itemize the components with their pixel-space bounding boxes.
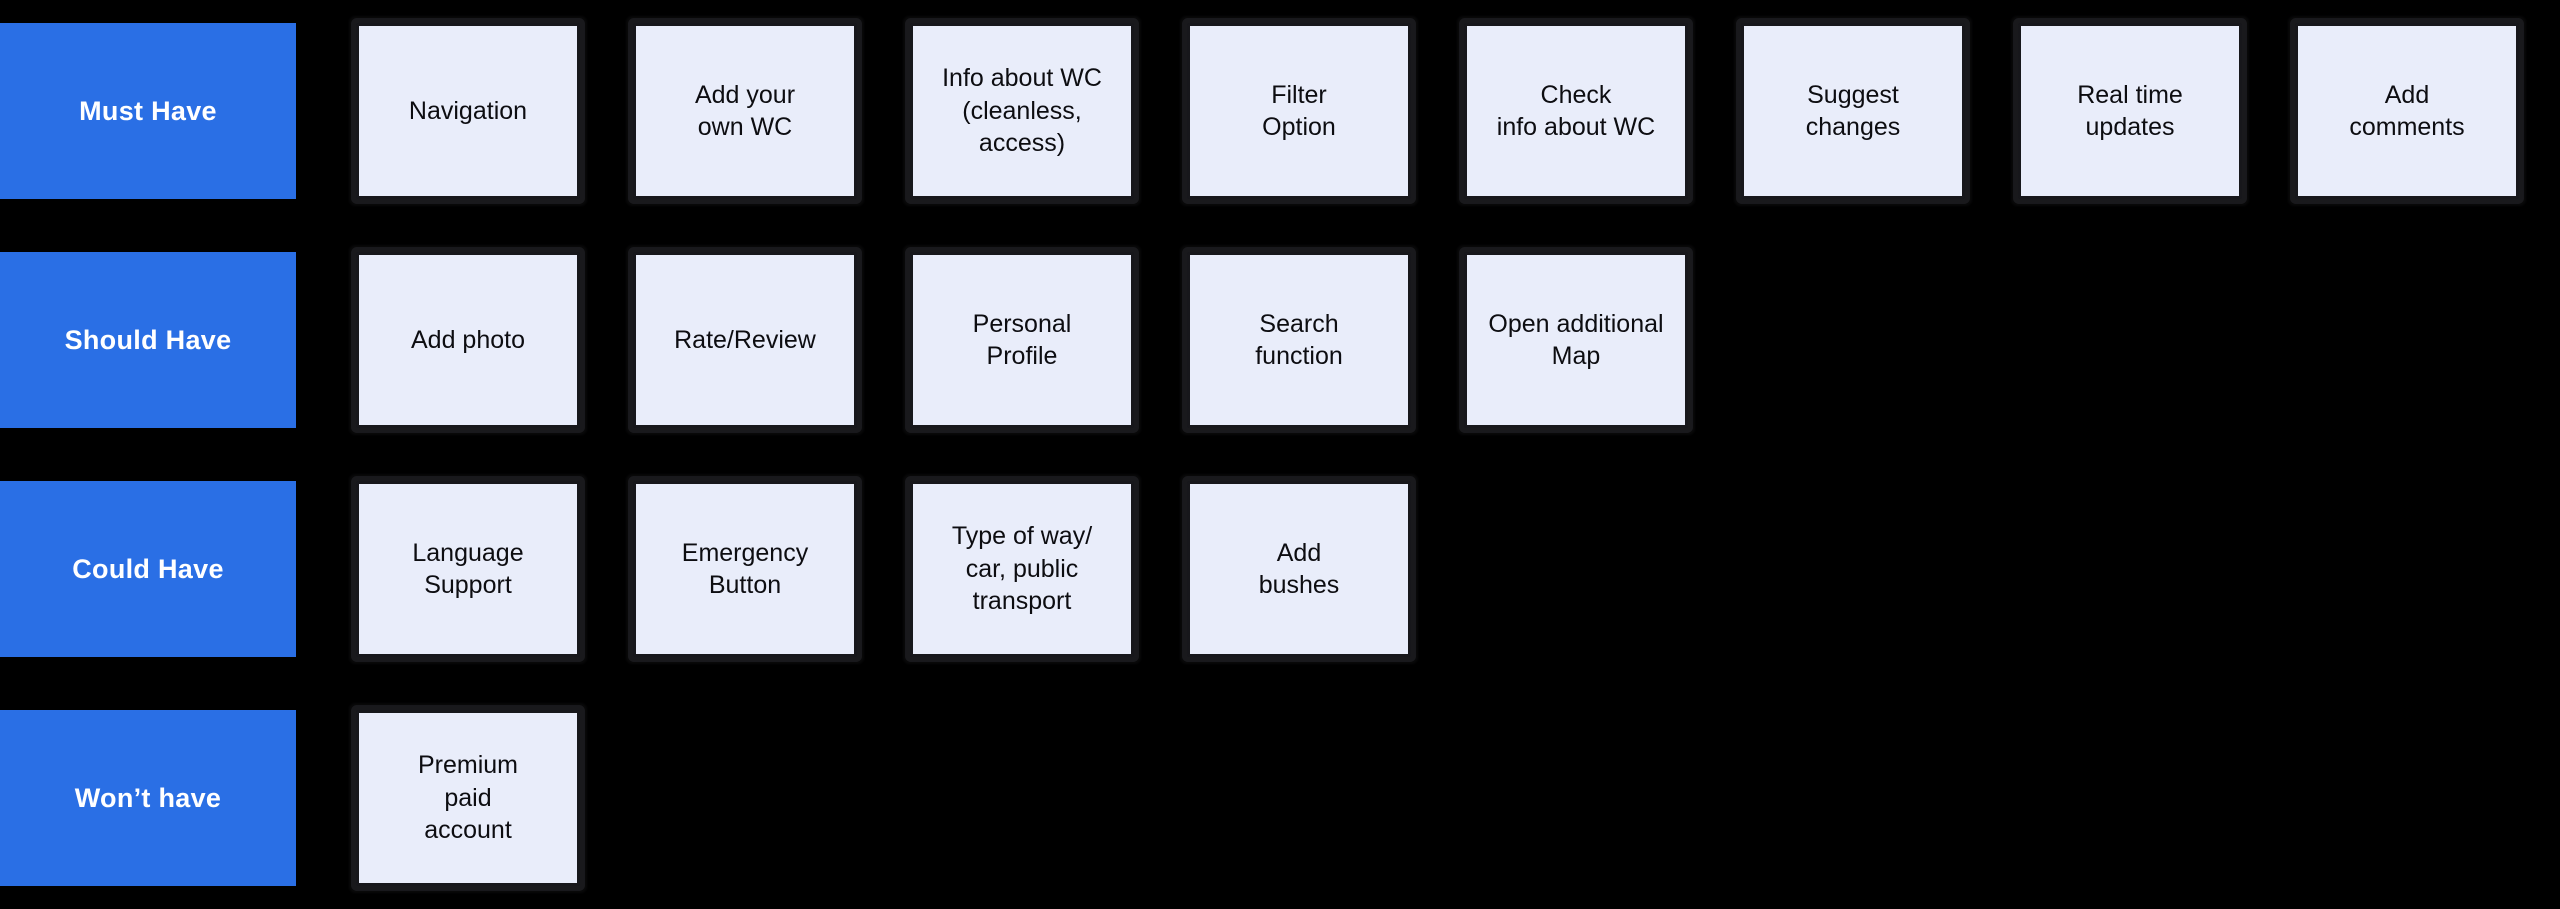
row-label-could-have: Could Have [0,481,296,657]
sticky-check-info-about-wc[interactable]: Check info about WC [1464,23,1688,199]
sticky-personal-profile[interactable]: Personal Profile [910,252,1134,428]
sticky-navigation[interactable]: Navigation [356,23,580,199]
sticky-emergency-button[interactable]: Emergency Button [633,481,857,657]
row-label-must-have: Must Have [0,23,296,199]
sticky-type-of-way[interactable]: Type of way/ car, public transport [910,481,1134,657]
sticky-real-time-updates[interactable]: Real time updates [2018,23,2242,199]
row-wont-have: Won’t have Premium paid account [0,710,580,886]
row-must-have: Must Have Navigation Add your own WC Inf… [0,23,2519,199]
sticky-rate-review[interactable]: Rate/Review [633,252,857,428]
sticky-premium-paid-account[interactable]: Premium paid account [356,710,580,886]
sticky-add-comments[interactable]: Add comments [2295,23,2519,199]
sticky-suggest-changes[interactable]: Suggest changes [1741,23,1965,199]
sticky-add-photo[interactable]: Add photo [356,252,580,428]
sticky-search-function[interactable]: Search function [1187,252,1411,428]
sticky-language-support[interactable]: Language Support [356,481,580,657]
sticky-add-bushes[interactable]: Add bushes [1187,481,1411,657]
row-label-wont-have: Won’t have [0,710,296,886]
row-label-should-have: Should Have [0,252,296,428]
sticky-add-your-own-wc[interactable]: Add your own WC [633,23,857,199]
sticky-open-additional-map[interactable]: Open additional Map [1464,252,1688,428]
row-could-have: Could Have Language Support Emergency Bu… [0,481,1411,657]
sticky-info-about-wc[interactable]: Info about WC (cleanless, access) [910,23,1134,199]
row-should-have: Should Have Add photo Rate/Review Person… [0,252,1688,428]
sticky-filter-option[interactable]: Filter Option [1187,23,1411,199]
